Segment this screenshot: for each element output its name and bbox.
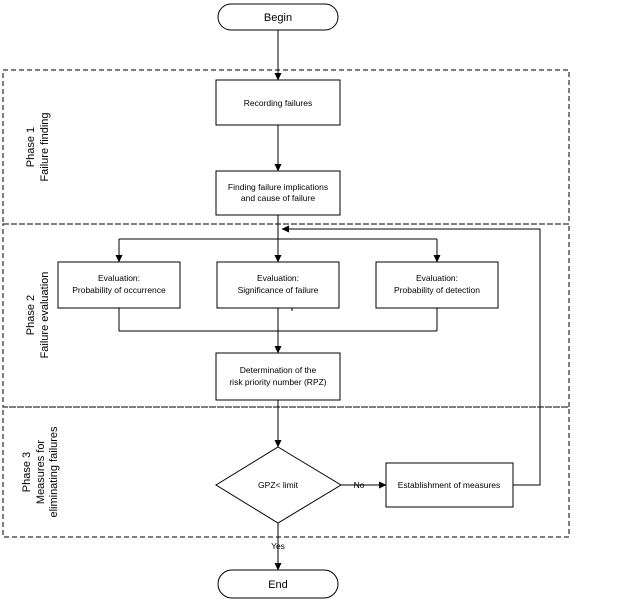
finding-implications-label-2: and cause of failure	[241, 193, 315, 203]
phase3-region	[2, 406, 570, 538]
edge-label-yes: Yes	[271, 541, 285, 551]
decision-label: GPZ< limit	[258, 480, 299, 490]
begin-label: Begin	[264, 12, 292, 24]
svg-text:Failure evaluation: Failure evaluation	[39, 272, 51, 359]
finding-implications-box	[215, 170, 341, 216]
measures-label: Establishment of measures	[398, 480, 501, 490]
measures-box	[385, 462, 514, 508]
phase1-label: Phase 1 Failure finding	[25, 112, 51, 181]
svg-text:Failure finding: Failure finding	[39, 112, 51, 181]
recording-failures-box	[215, 79, 341, 126]
eval-significance-box	[216, 261, 340, 309]
svg-text:Phase 2: Phase 2	[25, 295, 37, 335]
eval-detection-label-1: Evaluation:	[416, 273, 458, 283]
eval-significance-label-2: Significance of failure	[238, 285, 319, 295]
rpz-label-1: Determination of the	[240, 365, 317, 375]
rpz-box	[215, 352, 341, 401]
recording-failures-label: Recording failures	[244, 98, 313, 108]
begin-terminal	[217, 3, 339, 31]
end-terminal	[217, 569, 339, 599]
edge-label-no: No	[354, 480, 365, 490]
rpz-label-2: risk priority number (RPZ)	[229, 377, 326, 387]
eval-detection-label-2: Probability of detection	[394, 285, 480, 295]
finding-implications-label-1: Finding failure implications	[228, 182, 328, 192]
end-label: End	[268, 579, 288, 591]
svg-text:Phase 3: Phase 3	[21, 452, 33, 492]
eval-occurrence-label-1: Evaluation:	[98, 273, 140, 283]
eval-significance-label-1: Evaluation:	[257, 273, 299, 283]
eval-occurrence-label-2: Probability of occurrence	[72, 285, 166, 295]
svg-text:eliminating failures: eliminating failures	[48, 426, 60, 518]
phase3-label: Phase 3 Measures for eliminating failure…	[21, 426, 60, 518]
eval-occurrence-box	[57, 261, 181, 309]
eval-detection-box	[375, 261, 499, 309]
svg-text:Measures for: Measures for	[35, 440, 47, 505]
edge-measures-loop	[281, 225, 541, 486]
svg-text:Phase 1: Phase 1	[25, 127, 37, 167]
phase2-label: Phase 2 Failure evaluation	[25, 272, 51, 359]
decision-diamond	[215, 446, 342, 524]
